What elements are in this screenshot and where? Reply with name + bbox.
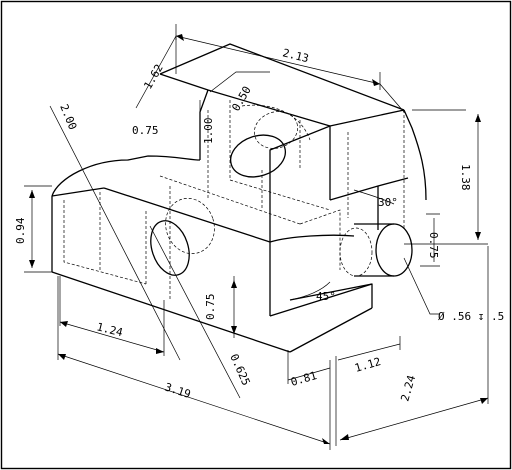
dim-hole-dia: 0.625 (227, 352, 252, 388)
dimension-lines (24, 24, 489, 450)
dim-total-width: 3.19 (163, 380, 192, 401)
dim-top-length: 2.13 (281, 46, 310, 65)
part-outline (51, 43, 427, 353)
dimension-labels: 2.13 1.62 0.50 0.75 1.00 2.00 0.94 1.38 … (14, 46, 504, 403)
dim-small-height: 0.75 (427, 232, 440, 259)
hidden-lines (63, 100, 405, 300)
dim-top-radius: 0.50 (229, 84, 254, 113)
dim-chamfer-bottom: 45° (316, 290, 336, 303)
dim-tower-height: 1.00 (202, 118, 215, 145)
dim-right-width: 1.12 (353, 355, 382, 375)
dim-slot-depth: 1.62 (141, 62, 166, 91)
dim-hole-spec: Ø .56 ↧ .5 (438, 310, 504, 323)
dim-right-height: 1.38 (459, 164, 472, 191)
dim-depth: 2.24 (398, 373, 418, 402)
dim-left-height: 0.94 (14, 217, 27, 244)
dim-left-width: 1.24 (95, 320, 124, 339)
dim-chamfer-top: 30° (378, 196, 398, 209)
dim-bottom-offset: 0.81 (289, 369, 318, 389)
dim-mid-height: 0.75 (204, 294, 217, 321)
dim-top-offset: 0.75 (132, 124, 159, 137)
arrowheads (29, 34, 488, 444)
